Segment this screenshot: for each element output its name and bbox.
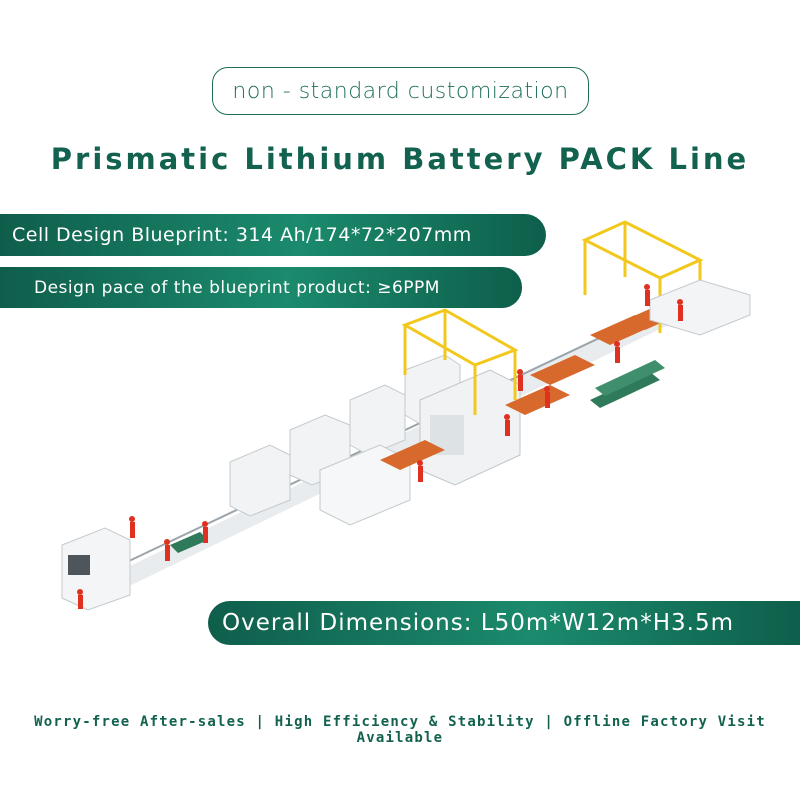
machine-cabinets: [61, 354, 521, 611]
design-pace-text: Design pace of the blueprint product: ≥6…: [34, 277, 440, 298]
cell-design-banner: Cell Design Blueprint: 314 Ah/174*72*207…: [0, 214, 546, 256]
page-title: Prismatic Lithium Battery PACK Line: [50, 142, 750, 176]
green-racks: [170, 360, 665, 553]
dimensions-text: Overall Dimensions: L50m*W12m*H3.5m: [222, 610, 734, 636]
production-line-illustration: [61, 220, 751, 611]
end-station: [649, 279, 751, 336]
customization-tag: non - standard customization: [212, 67, 589, 115]
footer-tagline: Worry-free After-sales | High Efficiency…: [34, 714, 766, 746]
cell-design-text: Cell Design Blueprint: 314 Ah/174*72*207…: [12, 224, 472, 246]
dimensions-banner: Overall Dimensions: L50m*W12m*H3.5m: [208, 601, 800, 645]
design-pace-banner: Design pace of the blueprint product: ≥6…: [0, 267, 522, 308]
workers: [77, 284, 683, 609]
